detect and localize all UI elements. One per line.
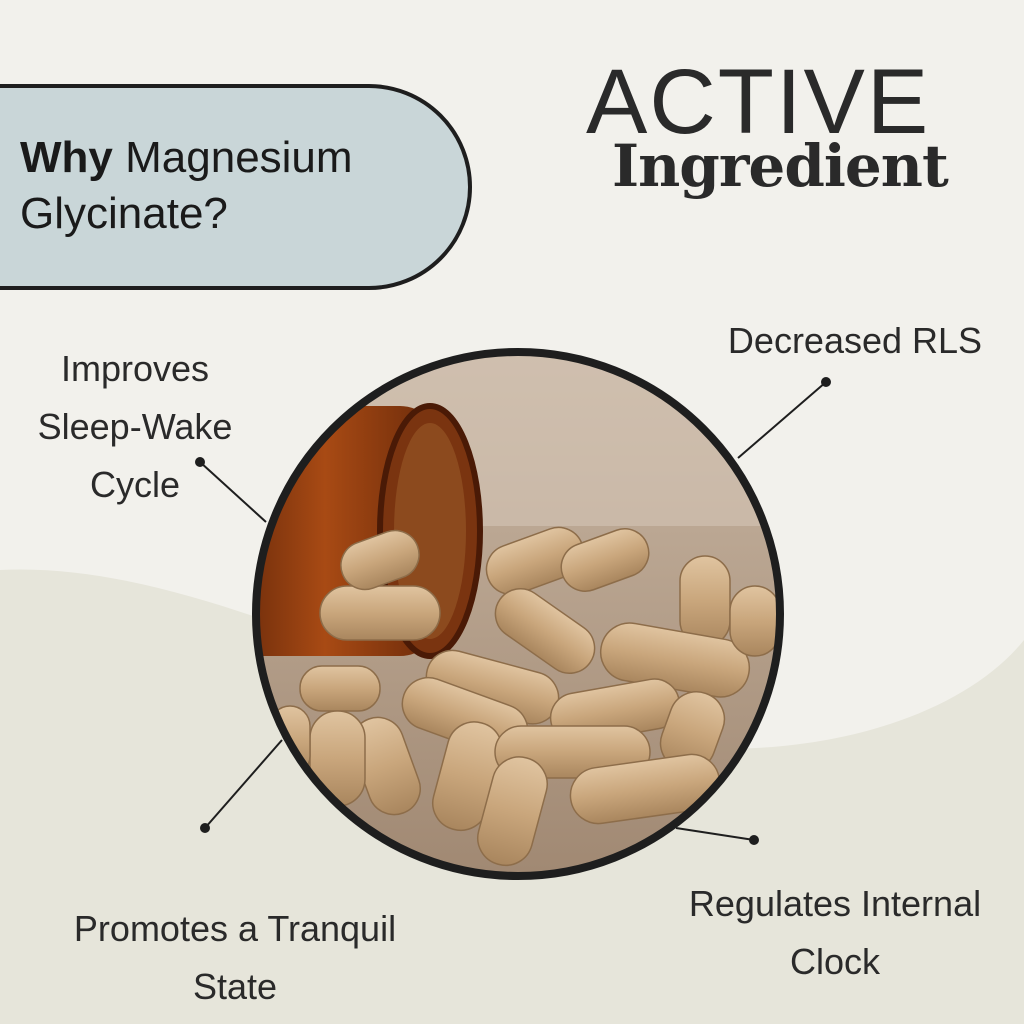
benefit-rls: Decreased RLS	[727, 320, 983, 361]
benefit-internal-clock: Regulates Internal Clock	[688, 883, 982, 982]
capsules-photo	[252, 348, 784, 880]
question-rest: Magnesium Glycinate?	[20, 133, 353, 238]
benefit-tranquil: Promotes a Tranquil State	[73, 908, 397, 1007]
benefit-sleep-wake: Improves Sleep-Wake Cycle	[37, 348, 233, 505]
ingredient-title: Ingredient	[612, 132, 949, 200]
question-text: Why Magnesium Glycinate?	[20, 130, 440, 242]
active-title: ACTIVE	[586, 51, 931, 153]
question-banner	[0, 84, 472, 290]
capsules	[269, 526, 780, 867]
question-bold: Why	[20, 133, 113, 182]
